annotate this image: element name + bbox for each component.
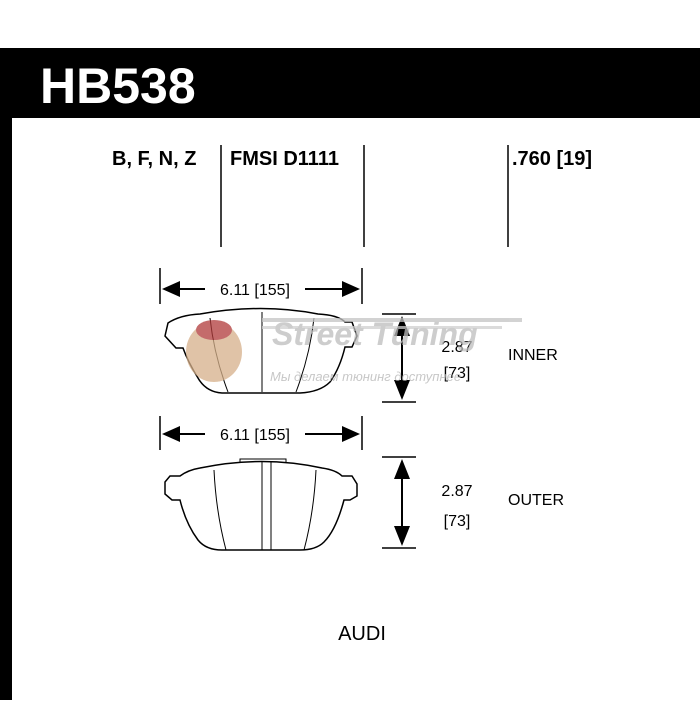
inner-pad-outline [164, 307, 358, 394]
outer-pad-chamfer [213, 469, 227, 551]
inner-height-mm: [73] [444, 365, 471, 382]
inner-width-label: 6.11 [155] [220, 282, 290, 299]
outer-pad-chamfer [303, 469, 317, 551]
vehicle-make: AUDI [338, 623, 386, 645]
street-tuning-watermark-logo: Street Tuning Мы делаем тюнинг доступнее [186, 316, 522, 384]
arrow-up-icon [394, 459, 410, 479]
arrow-right-icon [342, 426, 360, 442]
header-band [0, 48, 700, 118]
outer-pad-outline [164, 460, 358, 551]
fmsi-number: FMSI D1111 [230, 148, 339, 170]
arrow-down-icon [394, 526, 410, 546]
part-number: HB538 [40, 58, 196, 114]
outer-label: OUTER [508, 492, 564, 509]
watermark-tagline: Мы делаем тюнинг доступнее [270, 369, 461, 384]
arrow-left-icon [162, 426, 180, 442]
compound-codes: B, F, N, Z [112, 148, 196, 170]
inner-height-inches: 2.87 [441, 339, 472, 356]
arrow-right-icon [342, 281, 360, 297]
mascot-logo-icon [186, 322, 242, 382]
watermark-stripe [262, 318, 522, 322]
inner-label: INNER [508, 347, 558, 364]
arrow-left-icon [162, 281, 180, 297]
outer-pad-tab [239, 458, 287, 462]
left-border [0, 118, 12, 700]
arrow-down-icon [394, 380, 410, 400]
watermark-stripe [262, 326, 502, 329]
pad-thickness: .760 [19] [512, 148, 592, 170]
outer-height-inches: 2.87 [441, 483, 472, 500]
outer-width-label: 6.11 [155] [220, 427, 290, 444]
mascot-cap-icon [196, 320, 232, 340]
watermark-brand: Street Tuning [272, 316, 478, 352]
inner-pad-chamfer [295, 317, 315, 393]
outer-height-mm: [73] [444, 513, 471, 530]
